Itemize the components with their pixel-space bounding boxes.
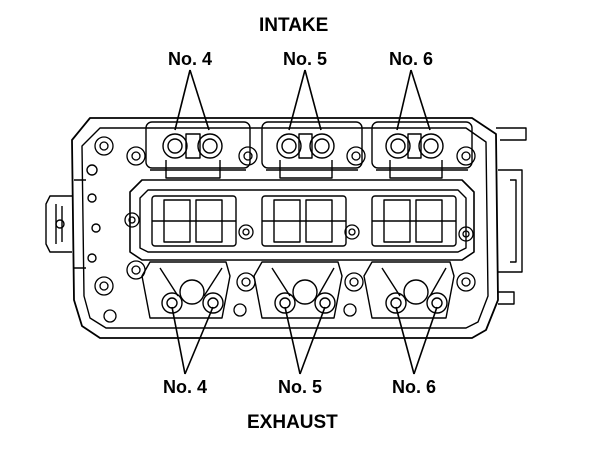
head-bolts xyxy=(94,136,476,323)
exhaust-cyl-4-label: No. 4 xyxy=(163,377,208,397)
intake-pointer-lines xyxy=(174,69,431,131)
intake-cyl-5-label: No. 5 xyxy=(283,49,328,69)
camshaft-valley xyxy=(129,179,475,261)
exhaust-label: EXHAUST xyxy=(247,412,338,433)
intake-cyl-6-label: No. 6 xyxy=(389,49,434,69)
exhaust-cyl-6-label: No. 6 xyxy=(392,377,437,397)
intake-cyl-4-label: No. 4 xyxy=(168,49,213,69)
intake-rocker-group-6 xyxy=(371,121,473,179)
exhaust-rocker-group-6 xyxy=(363,261,455,319)
exhaust-rocker-group-5 xyxy=(253,261,343,319)
intake-label: INTAKE xyxy=(259,15,329,36)
intake-rocker-group-4 xyxy=(145,121,251,179)
exhaust-rocker-group-4 xyxy=(141,261,231,319)
camshaft-journals xyxy=(151,195,457,247)
exhaust-pointer-lines xyxy=(171,306,438,375)
intake-rocker-group-5 xyxy=(261,121,363,179)
head-housing xyxy=(45,117,527,339)
exhaust-cyl-5-label: No. 5 xyxy=(278,377,323,397)
